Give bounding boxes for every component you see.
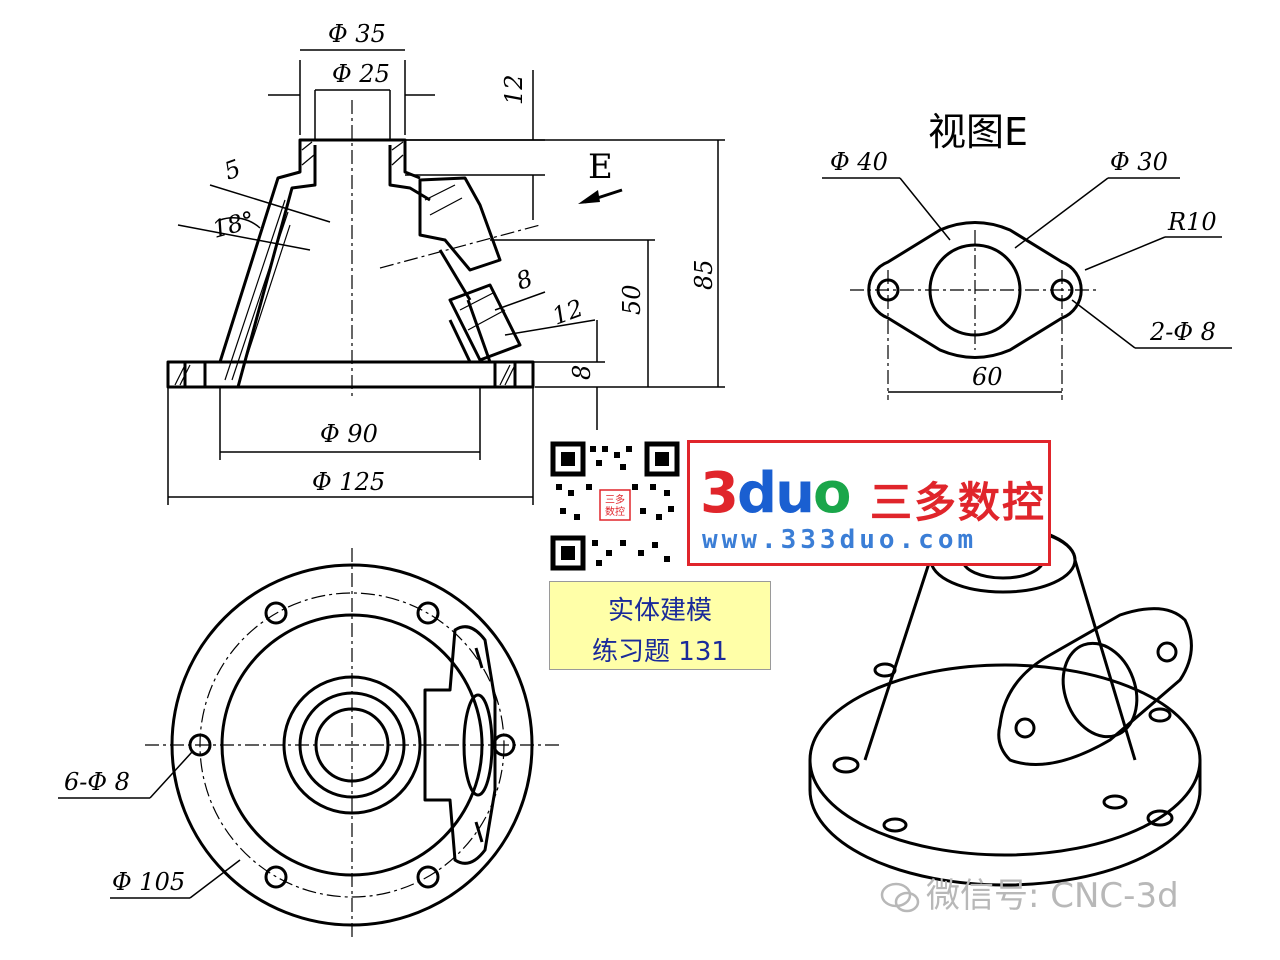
top-view-dim-d105: Φ 105 (112, 868, 185, 896)
top-view-bolt-holes (188, 601, 516, 889)
view-e-dim-d40: Φ 40 (830, 148, 888, 176)
section-hatching (174, 141, 516, 386)
view-e-dim-holes: 2-Φ 8 (1149, 318, 1216, 346)
view-e-dim-60: 60 (972, 363, 1003, 391)
view-e-flange-outline (867, 221, 1083, 359)
wechat-watermark: 微信号: CNC-3d (880, 868, 1179, 917)
cone-outer-outline (218, 138, 421, 363)
wechat-icon (880, 882, 920, 912)
view-e-dim-d30: Φ 30 (1110, 148, 1168, 176)
iso-side-flange (997, 607, 1193, 766)
top-view-side-nozzle (423, 625, 497, 865)
brand-logo-box: 3duo 三多数控 www.333duo.com (687, 440, 1051, 566)
svg-text:三多: 三多 (605, 493, 625, 506)
dim-d25: Φ 25 (332, 60, 390, 88)
svg-text:数控: 数控 (605, 505, 625, 518)
front-section-view: Φ 35 Φ 25 12 85 50 8 8 12 5 18° Φ 90 (166, 20, 725, 505)
cone-inner-outline (236, 145, 317, 388)
dim-12-top: 12 (500, 74, 528, 105)
caption-line-2: 练习题 131 (592, 637, 728, 667)
dim-d125: Φ 125 (312, 468, 385, 496)
brand-name-cn: 三多数控 (870, 478, 1047, 527)
caption-line-1: 实体建模 (607, 596, 712, 626)
dim-85: 85 (690, 259, 718, 290)
top-view: 6-Φ 8 Φ 105 (58, 548, 560, 940)
dim-5: 5 (220, 154, 244, 186)
dim-8-base: 8 (568, 365, 596, 380)
dim-8-nozzle: 8 (512, 264, 536, 296)
side-nozzle (418, 176, 502, 272)
view-arrow-label: E (588, 147, 613, 187)
dim-d90: Φ 90 (320, 420, 378, 448)
view-e-dim-r10: R10 (1167, 208, 1217, 236)
dim-12-side: 12 (548, 294, 586, 331)
watermark-text: 微信号: CNC-3d (926, 876, 1179, 916)
isometric-view (808, 525, 1202, 887)
iso-base-holes (832, 662, 1174, 833)
brand-logo-mark: 3duo (700, 461, 851, 526)
iso-base-top (808, 663, 1202, 761)
base-flange-outline (166, 360, 535, 389)
top-view-dim-holes: 6-Φ 8 (64, 768, 130, 796)
view-e: 视图E 60 Φ 40 Φ 30 R10 2-Φ 8 (822, 110, 1232, 400)
qr-code: 三多 数控 (550, 441, 680, 571)
view-e-title: 视图E (928, 110, 1028, 154)
exercise-caption: 实体建模 练习题 131 (549, 581, 771, 670)
dim-50: 50 (618, 284, 646, 315)
dim-d35: Φ 35 (328, 20, 386, 48)
brand-url: www.333duo.com (702, 525, 978, 555)
